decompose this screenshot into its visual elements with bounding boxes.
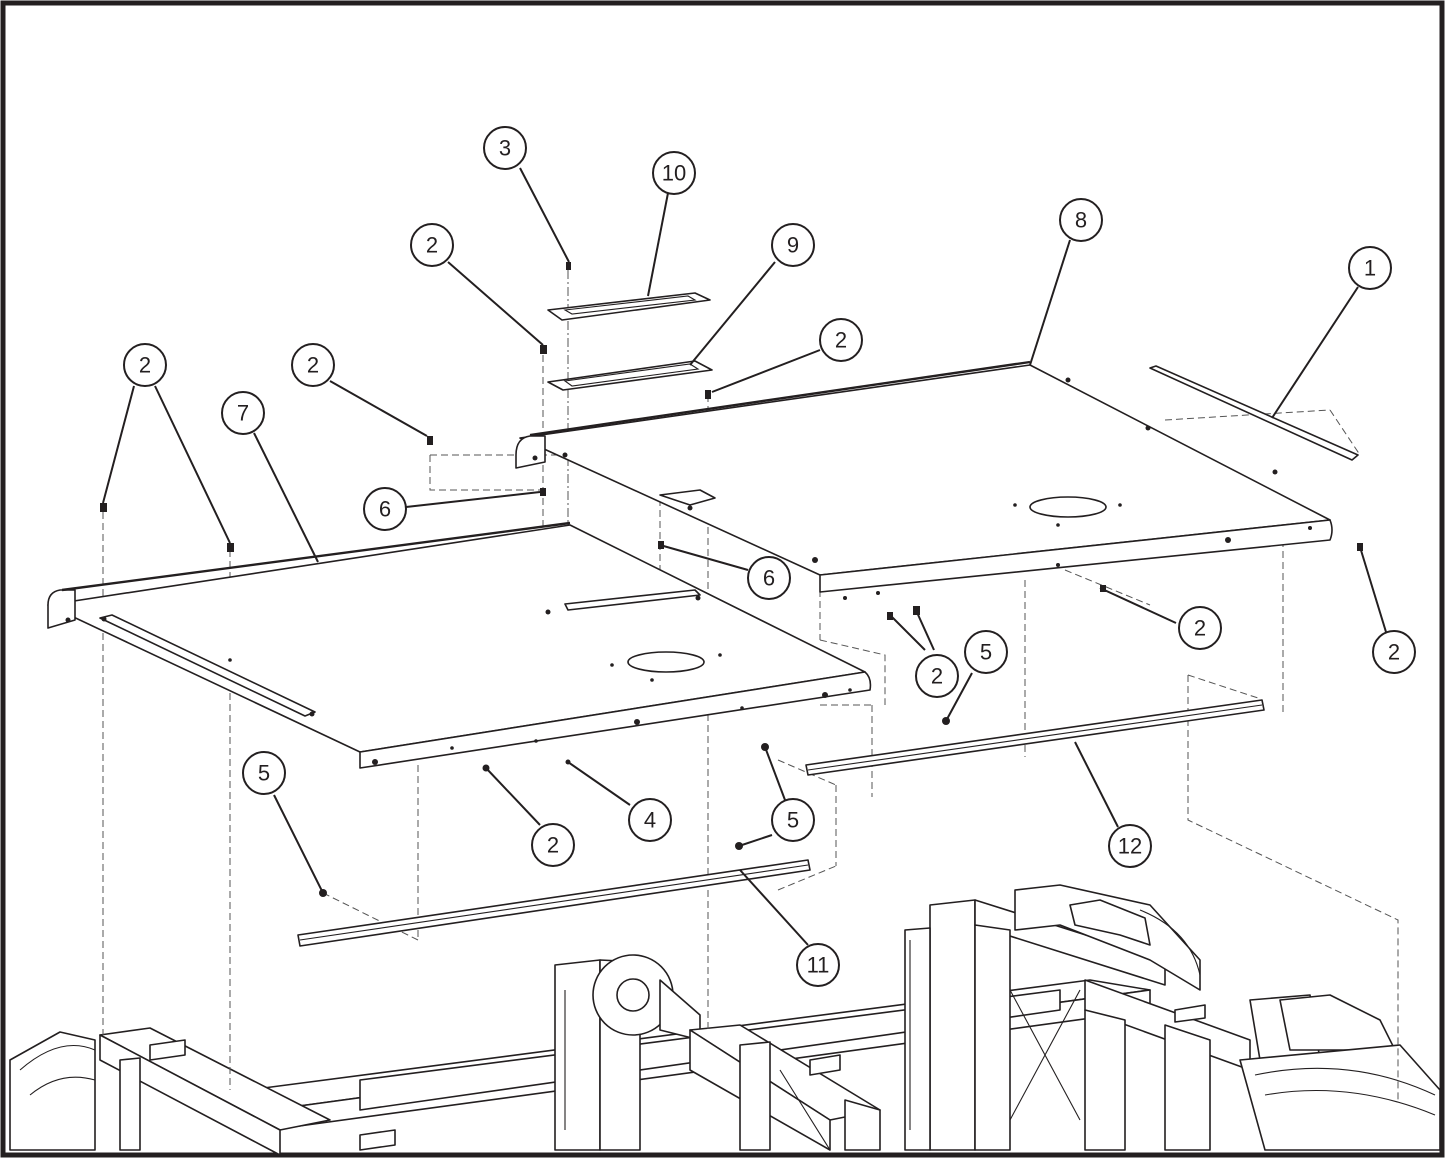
callout-11: 11	[796, 943, 840, 987]
svg-text:2: 2	[835, 328, 847, 353]
roof-panel-right	[515, 360, 1333, 600]
callout-6-a: 6	[363, 487, 407, 531]
callout-2-e: 2	[1178, 606, 1222, 650]
cover-plate-top	[547, 292, 711, 321]
trim-strip	[1149, 365, 1359, 461]
svg-text:12: 12	[1118, 834, 1142, 859]
svg-text:11: 11	[807, 953, 830, 978]
callout-9: 9	[771, 223, 815, 267]
roof-panel-left	[47, 521, 872, 769]
svg-text:9: 9	[787, 233, 799, 258]
svg-text:3: 3	[499, 136, 511, 161]
svg-text:2: 2	[1388, 640, 1400, 665]
callout-5-b: 5	[771, 798, 815, 842]
svg-text:2: 2	[139, 353, 151, 378]
svg-text:2: 2	[931, 664, 943, 689]
callout-5-c: 5	[964, 630, 1008, 674]
svg-text:2: 2	[426, 233, 438, 258]
svg-text:1: 1	[1364, 256, 1376, 281]
callout-4: 4	[628, 798, 672, 842]
svg-text:5: 5	[258, 761, 270, 786]
callout-2-g: 2	[915, 654, 959, 698]
svg-text:6: 6	[379, 497, 391, 522]
callout-2-d: 2	[819, 318, 863, 362]
svg-text:5: 5	[980, 640, 992, 665]
svg-text:2: 2	[547, 833, 559, 858]
svg-text:2: 2	[307, 353, 319, 378]
rail-left	[297, 859, 811, 947]
svg-text:7: 7	[237, 401, 249, 426]
callout-2-f: 2	[1372, 630, 1416, 674]
vehicle-frame	[9, 884, 1441, 1156]
callout-10: 10	[652, 151, 696, 195]
svg-text:2: 2	[1194, 616, 1206, 641]
callout-2-a: 2	[123, 343, 167, 387]
callout-7: 7	[221, 391, 265, 435]
callout-2-h: 2	[531, 823, 575, 867]
rail-right	[805, 699, 1265, 776]
callout-5-a: 5	[242, 751, 286, 795]
callout-2-b: 2	[291, 343, 335, 387]
svg-text:8: 8	[1075, 208, 1087, 233]
callout-2-c: 2	[410, 223, 454, 267]
callout-3: 3	[483, 126, 527, 170]
cover-plate-middle	[547, 360, 713, 391]
svg-text:5: 5	[787, 808, 799, 833]
callout-6-b: 6	[747, 556, 791, 600]
callout-8: 8	[1059, 198, 1103, 242]
svg-text:6: 6	[763, 566, 775, 591]
leader-lines	[102, 167, 1387, 946]
callout-12: 12	[1108, 824, 1152, 868]
svg-text:4: 4	[644, 808, 656, 833]
svg-text:10: 10	[662, 161, 686, 186]
callout-1: 1	[1348, 246, 1392, 290]
